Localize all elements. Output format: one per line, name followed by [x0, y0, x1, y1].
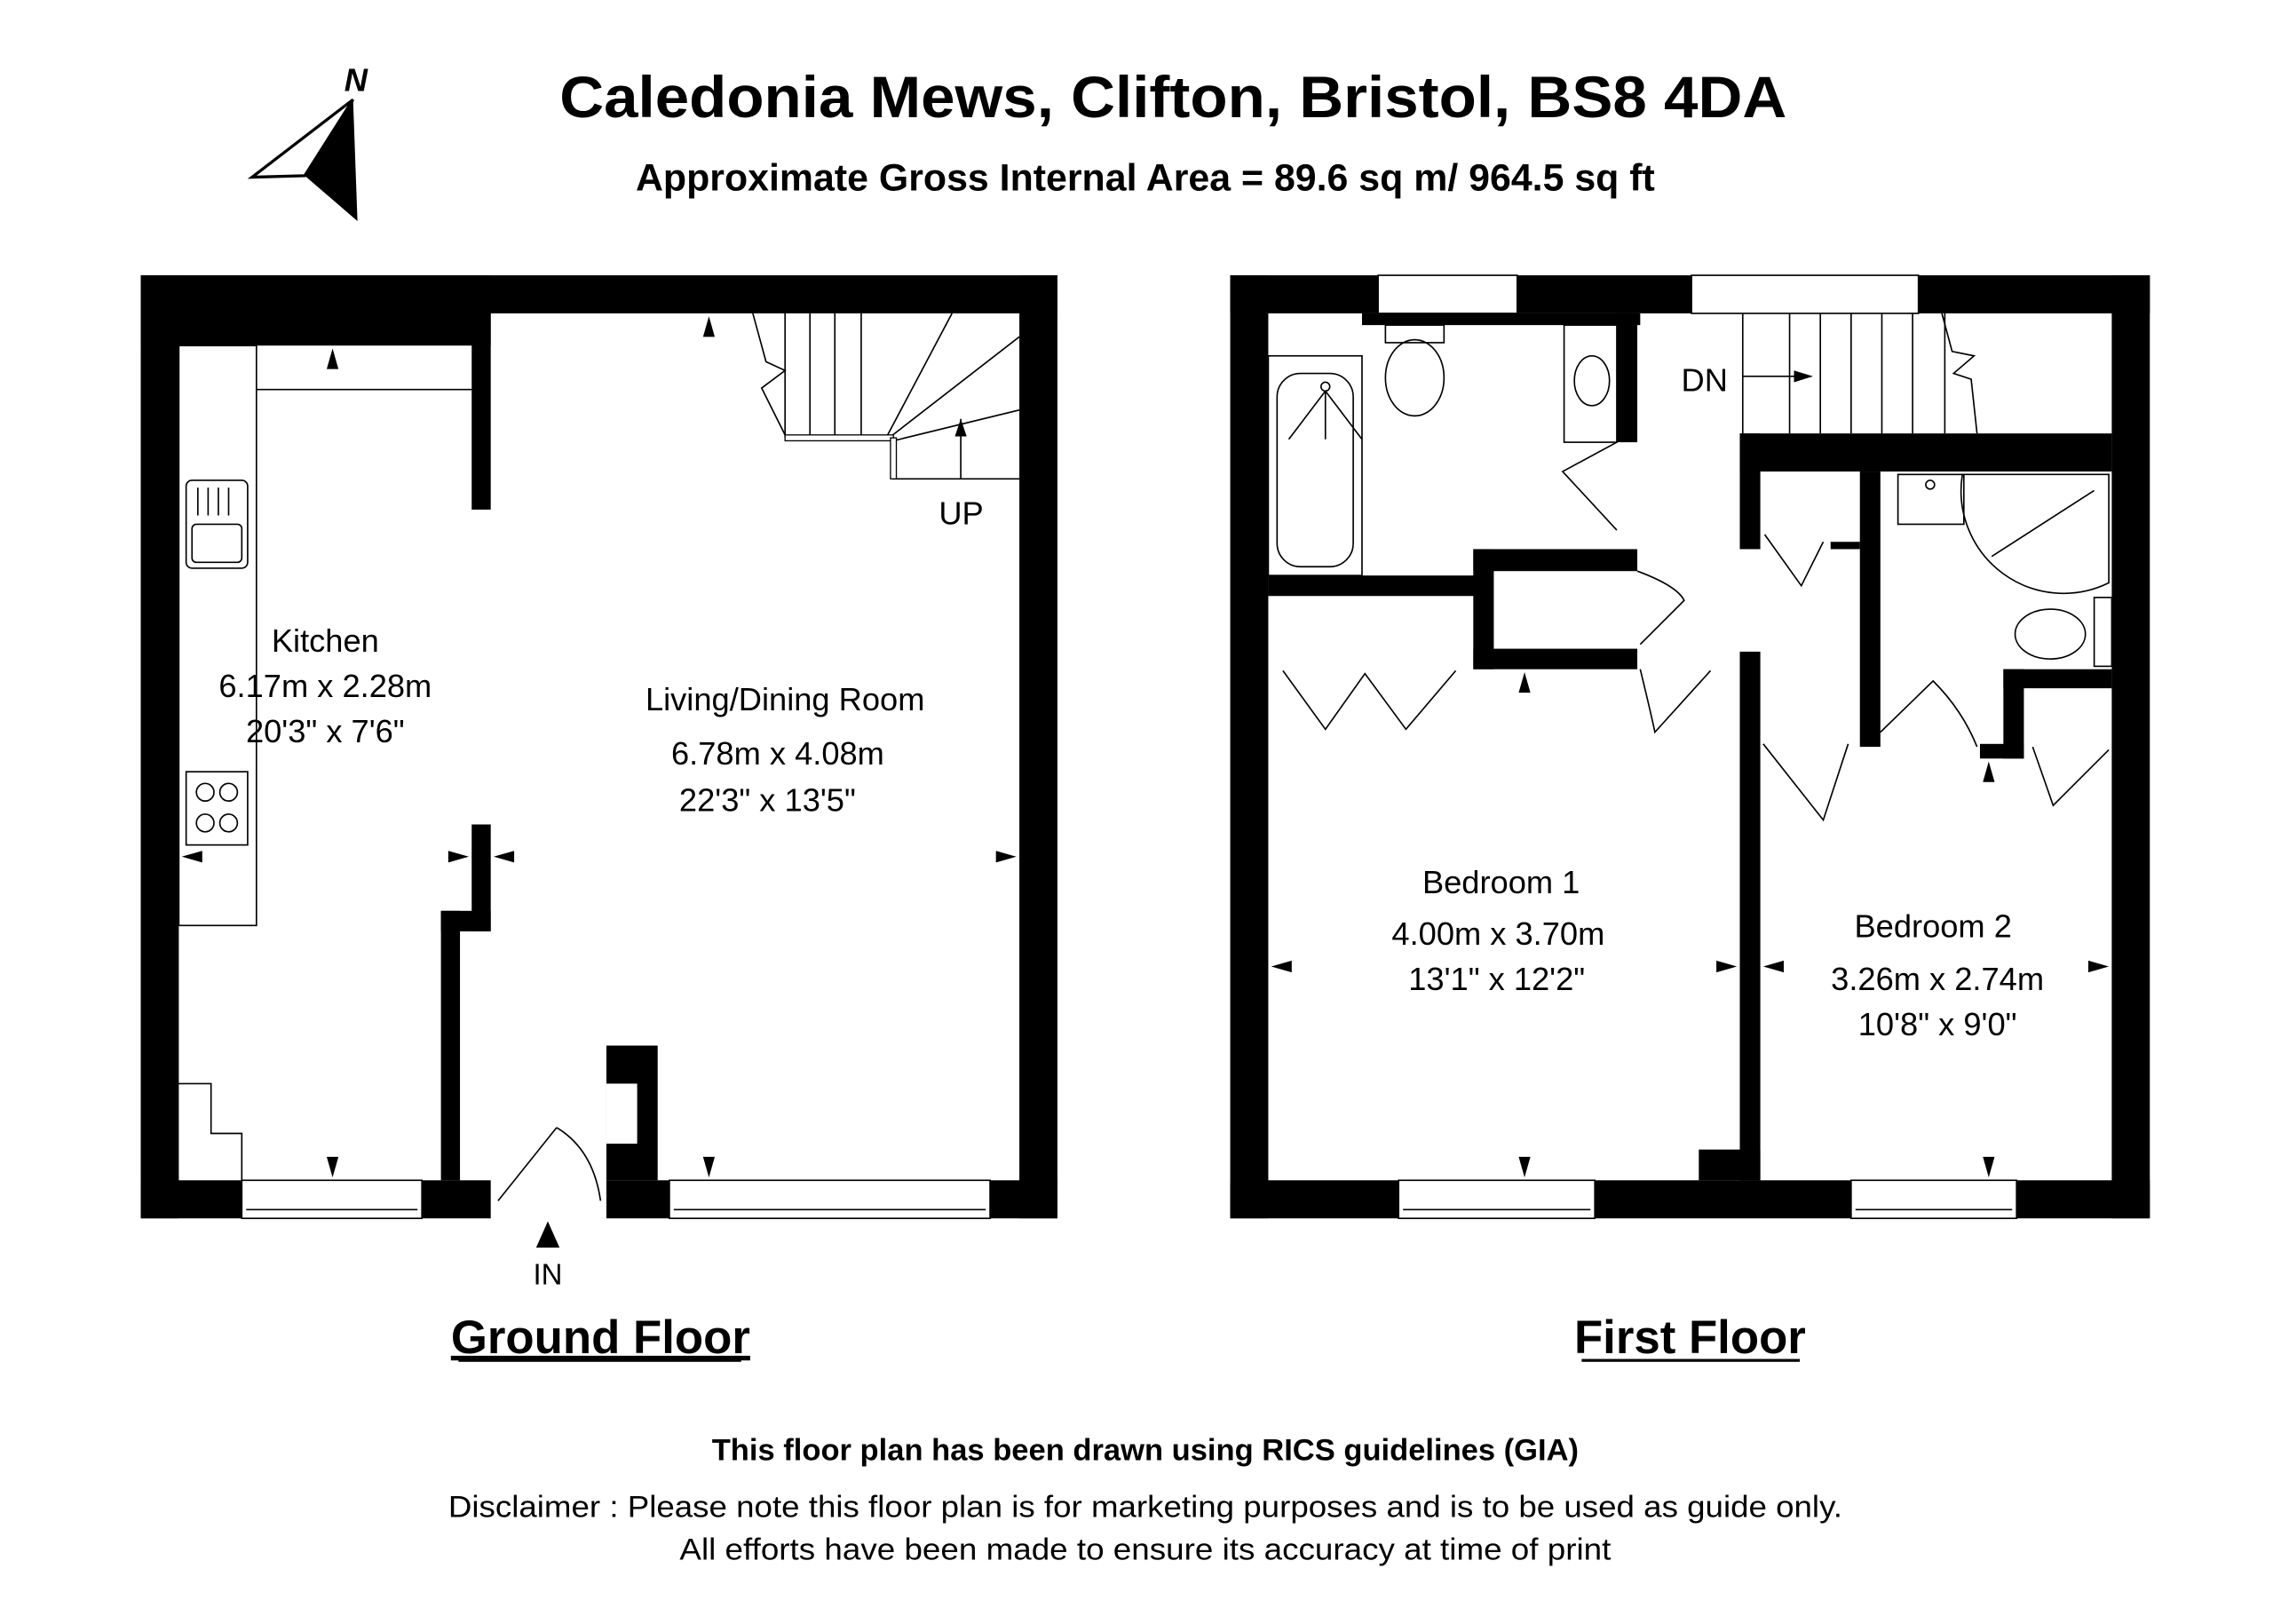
- room-size-imperial-kitchen: 20'3" x 7'6": [246, 713, 405, 749]
- room-size-metric-bedroom-1: 4.00m x 3.70m: [1391, 915, 1604, 952]
- page-title: Caledonia Mews, Clifton, Bristol, BS8 4D…: [559, 64, 1786, 130]
- staircase: [752, 313, 1020, 480]
- ground-floor-plan: UP Kitchen 6.17m x 2.28m 20'3" x 7'6" Li…: [140, 275, 1057, 1364]
- room-name-bedroom-1: Bedroom 1: [1422, 864, 1580, 900]
- stairs-down-label: DN: [1682, 361, 1728, 398]
- disclaimer-line-2: All efforts have been made to ensure its…: [679, 1533, 1611, 1566]
- dimension-arrows: [181, 316, 1017, 1177]
- room-size-metric-living-dining: 6.78m x 4.08m: [671, 735, 884, 772]
- bath-icon: [1267, 354, 1363, 576]
- room-name-bedroom-2: Bedroom 2: [1854, 908, 2011, 945]
- first-floor-heading: First Floor: [1574, 1311, 1806, 1364]
- room-name-living-dining: Living/Dining Room: [645, 681, 924, 717]
- bedroom2-window: [1850, 1179, 2018, 1219]
- sink-icon: [185, 479, 249, 569]
- ground-floor-heading: Ground Floor: [451, 1311, 750, 1364]
- front-door[interactable]: [497, 1127, 602, 1201]
- basin-icon: [1563, 324, 1618, 443]
- living-window: [669, 1179, 991, 1219]
- doors[interactable]: [1282, 441, 2110, 822]
- bedroom1-window: [1398, 1179, 1596, 1219]
- room-size-imperial-living-dining: 22'3" x 13'5": [679, 782, 856, 819]
- room-size-imperial-bedroom-2: 10'8" x 9'0": [1858, 1006, 2017, 1042]
- gross-internal-area: Approximate Gross Internal Area = 89.6 s…: [636, 156, 1655, 199]
- hob-icon: [185, 771, 249, 846]
- entrance-arrow-icon: [535, 1221, 560, 1248]
- room-size-metric-bedroom-2: 3.26m x 2.74m: [1831, 961, 2044, 997]
- dimension-arrows: [1271, 671, 2110, 1177]
- disclaimer-line-1: Disclaimer : Please note this floor plan…: [448, 1491, 1842, 1525]
- room-size-metric-kitchen: 6.17m x 2.28m: [218, 668, 432, 704]
- staircase: [1741, 313, 1978, 434]
- ensuite-fittings: [1897, 473, 2113, 668]
- room-name-kitchen: Kitchen: [272, 622, 379, 659]
- north-arrow-icon: N: [247, 61, 368, 222]
- stairs-up-label: UP: [939, 495, 983, 531]
- toilet-icon: [1384, 324, 1445, 417]
- rics-note: This floor plan has been drawn using RIC…: [712, 1433, 1579, 1467]
- north-label: N: [345, 61, 368, 98]
- room-size-imperial-bedroom-1: 13'1" x 12'2": [1408, 961, 1585, 997]
- first-floor-plan: DN Bedroom 1 4.00m x 3.70m 13'1" x 12'2"…: [1230, 274, 2150, 1364]
- entrance-label: IN: [534, 1257, 563, 1290]
- kitchen-window: [241, 1179, 423, 1219]
